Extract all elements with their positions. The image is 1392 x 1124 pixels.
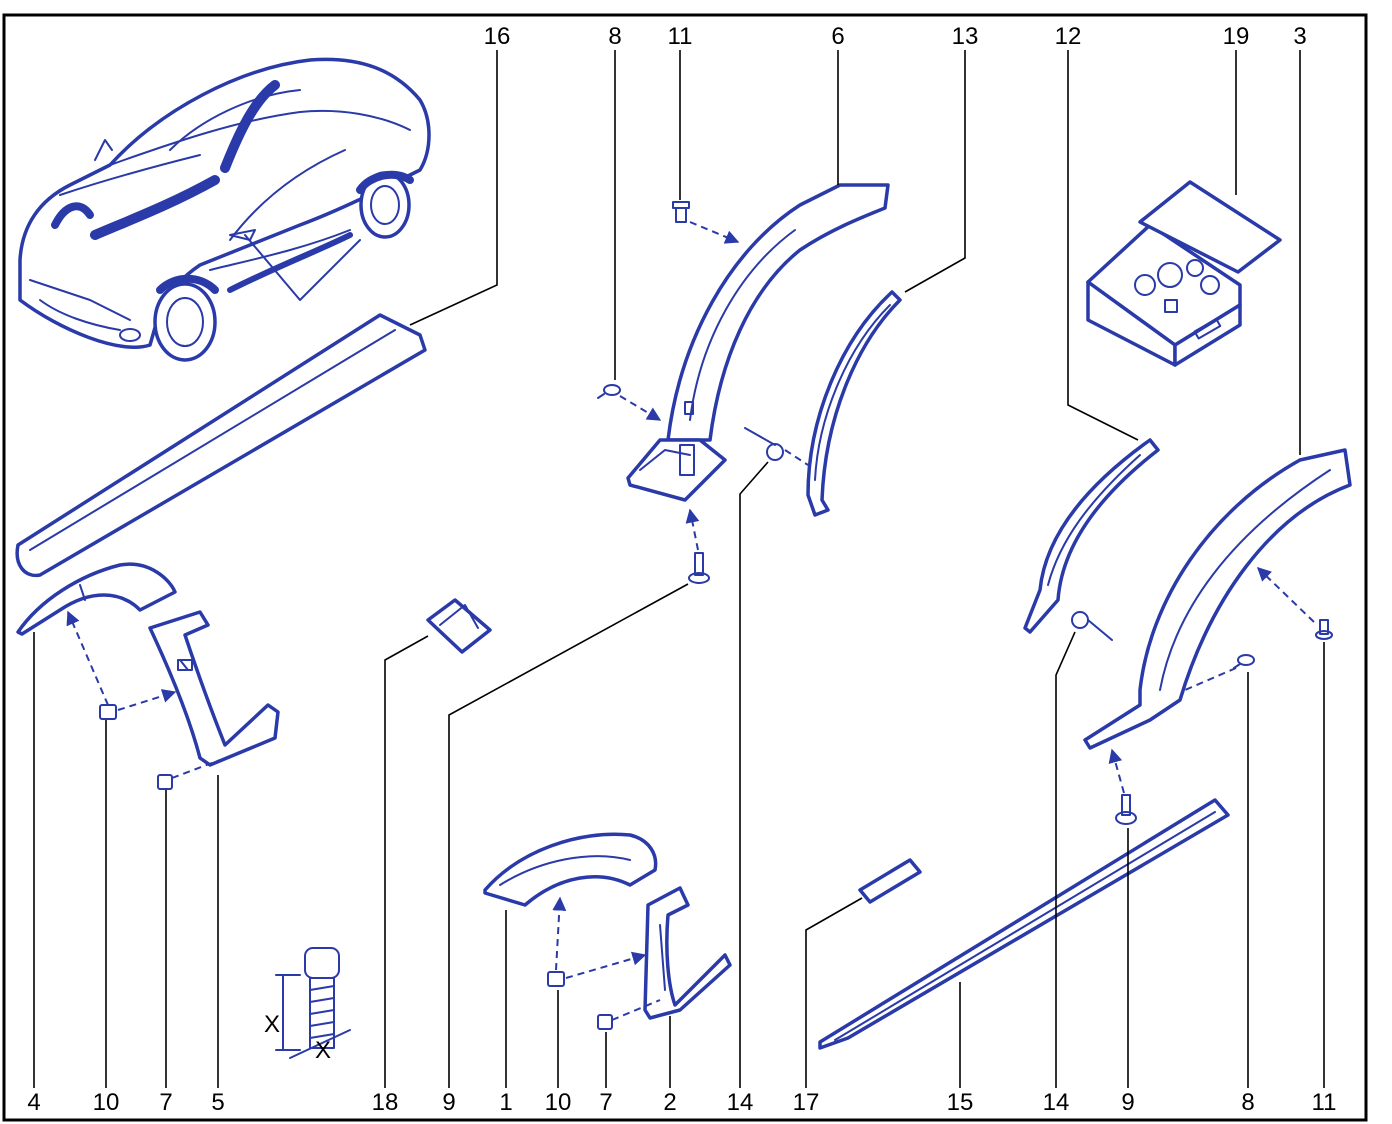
fastener-screw-11-right [1315,619,1333,640]
part-3-arch [1083,448,1352,750]
callout-13: 13 [952,23,979,50]
part-19-box [1086,180,1282,367]
callout-7: 7 [159,1089,172,1116]
fastener-screw-8-top [597,384,621,399]
part-15-strip [818,798,1230,1050]
part-1-arch [483,832,658,907]
dimension-label-horizontal: X [315,1037,331,1064]
callout-4: 4 [27,1089,40,1116]
car-illustration [18,57,431,362]
callout-9: 9 [442,1089,455,1116]
fastener-screw-11-top [672,201,690,223]
callout-9b: 9 [1121,1089,1134,1116]
callout-14: 14 [727,1089,754,1116]
callouts-bottom: 4 10 7 5 18 9 1 10 7 2 14 17 15 14 9 8 1… [27,1089,1336,1116]
part-17-clip [858,858,922,904]
callout-10: 10 [93,1089,120,1116]
callout-11b: 11 [1312,1089,1337,1116]
part-6-arch [626,183,890,502]
callout-10b: 10 [545,1089,572,1116]
callout-14b: 14 [1043,1089,1070,1116]
callout-12: 12 [1055,23,1082,50]
fastener-rivet-14-right [1071,611,1113,641]
callout-1: 1 [499,1089,512,1116]
fastener-rivet-14-left [744,427,784,461]
callout-18: 18 [372,1089,399,1116]
dimension-detail: X X [264,947,351,1064]
callout-15: 15 [947,1089,974,1116]
fastener-clip-10-bottom [547,971,565,987]
part-16-strip [15,313,427,578]
leader-lines [33,50,1325,1088]
callout-7b: 7 [599,1089,612,1116]
assembly-arrows [66,221,1315,1021]
callout-3: 3 [1293,23,1306,50]
part-4-trim [16,562,177,636]
part-18-clip [426,598,492,654]
callout-8: 8 [608,23,621,50]
frame-border [2,13,1368,1122]
callout-16: 16 [484,23,511,50]
callout-8b: 8 [1241,1089,1254,1116]
part-5-trim [148,610,280,767]
fastener-clip-7-bottom [597,1014,613,1030]
part-12-liner [1023,438,1160,634]
fastener-clip-10-left [99,704,117,720]
dimension-label-vertical: X [264,1011,280,1038]
callouts-top: 16 8 11 6 13 12 19 3 [484,23,1307,50]
callout-11: 11 [668,23,693,50]
part-2-trim [643,886,732,1020]
fastener-screw-8-right [1233,654,1255,669]
part-13-liner [806,290,902,517]
fastener-clip-7-left [157,774,173,790]
callout-5: 5 [211,1089,224,1116]
callout-19: 19 [1223,23,1250,50]
fastener-screw-9-mid [688,552,710,584]
fastener-screw-9-right [1115,794,1137,825]
callout-17: 17 [793,1089,820,1116]
callout-6: 6 [831,23,844,50]
callout-2: 2 [663,1089,676,1116]
